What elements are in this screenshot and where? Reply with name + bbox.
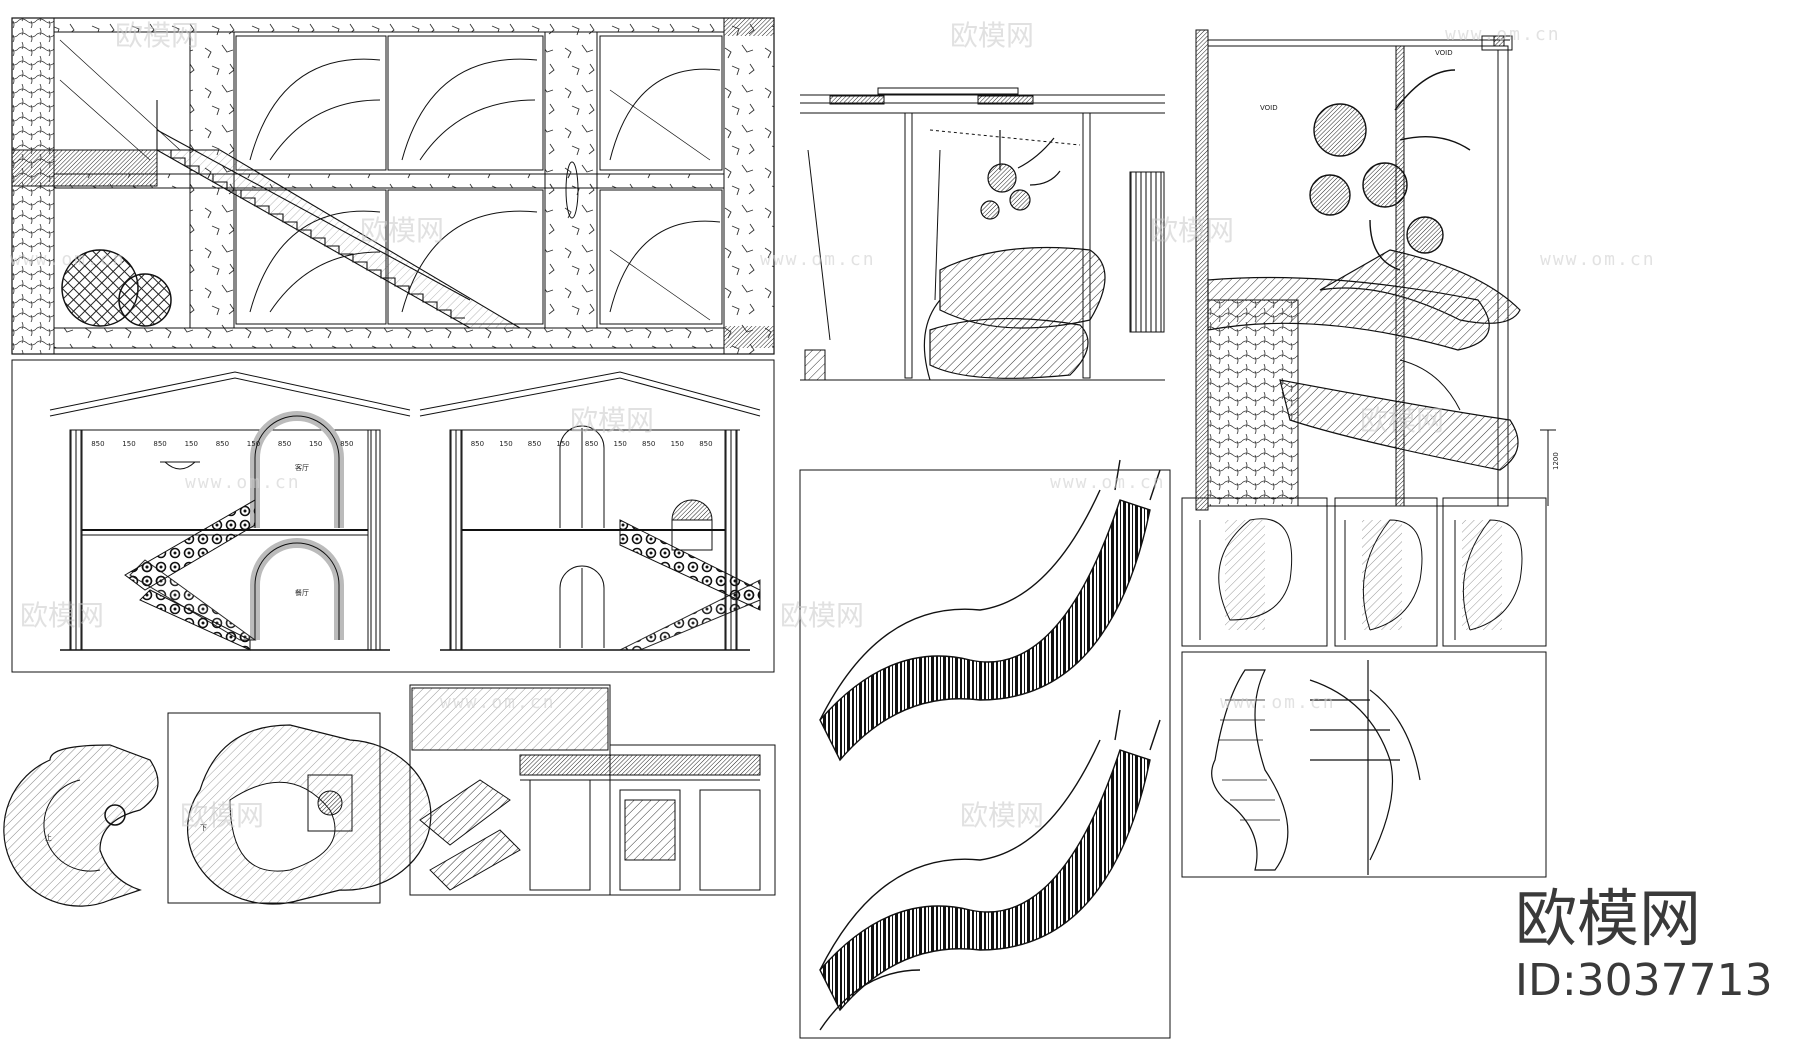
panel-double-stair-elevation: 客厅 餐厅 850 150 850 150 850 150 850 150 850 850 150… xyxy=(11,359,775,673)
watermark-url: www.om.cn xyxy=(1220,692,1336,713)
plan-direction-down: 下 xyxy=(200,824,207,832)
dimension-value: 150 xyxy=(499,440,512,448)
watermark-url: www.om.cn xyxy=(1050,472,1166,493)
dimension-value: 850 xyxy=(91,440,104,448)
watermark-text: 欧模网 xyxy=(360,214,444,247)
watermark-text: 欧模网 xyxy=(20,599,104,632)
dimension-value: 850 xyxy=(278,440,291,448)
dimension-value: 850 xyxy=(471,440,484,448)
brand-id: ID:3037713 xyxy=(1515,955,1773,1006)
panel-curved-stair-3d xyxy=(799,459,1171,1039)
watermark-text: 欧模网 xyxy=(570,404,654,437)
dimension-value: 850 xyxy=(153,440,166,448)
brand-stamp: 欧模网 ID:3037713 xyxy=(1515,882,1773,1006)
dimension-value: 150 xyxy=(614,440,627,448)
void-label-2: VOID xyxy=(1435,49,1453,57)
watermark-text: 欧模网 xyxy=(950,19,1034,52)
dimension-value: 850 xyxy=(528,440,541,448)
panel-stair-plans: 上 下 xyxy=(3,712,432,907)
watermark-text: 欧模网 xyxy=(115,19,199,52)
dimension-value: 850 xyxy=(699,440,712,448)
panel-villa-interior-elevation xyxy=(409,684,776,896)
watermark-url: www.om.cn xyxy=(1540,249,1656,270)
watermark-url: www.om.cn xyxy=(760,249,876,270)
dimension-value: 850 xyxy=(340,440,353,448)
dimension-value: 150 xyxy=(309,440,322,448)
watermark-text: 欧模网 xyxy=(1150,214,1234,247)
panel-spiral-stair-bottom-right xyxy=(1181,651,1547,878)
dimension-value: 150 xyxy=(185,440,198,448)
dimension-value: 150 xyxy=(671,440,684,448)
panel-grand-hall-section: VOID VOID 1200 xyxy=(1195,29,1560,511)
panel-spiral-stair-section xyxy=(800,87,1165,381)
watermark-text: 欧模网 xyxy=(780,599,864,632)
watermark-text: 欧模网 xyxy=(180,799,264,832)
dimension-1200: 1200 xyxy=(1552,452,1560,470)
room-label-living: 客厅 xyxy=(295,463,309,472)
watermark-text: 欧模网 xyxy=(960,799,1044,832)
dimension-value: 150 xyxy=(556,440,569,448)
brand-name: 欧模网 xyxy=(1515,882,1701,955)
dimension-value: 850 xyxy=(585,440,598,448)
watermark-text: 欧模网 xyxy=(1360,404,1444,437)
dimension-value: 150 xyxy=(122,440,135,448)
watermark-url: www.om.cn xyxy=(185,472,301,493)
dimension-value: 850 xyxy=(216,440,229,448)
plan-direction-up: 上 xyxy=(45,833,52,842)
watermark-url: www.om.cn xyxy=(440,692,556,713)
void-label-1: VOID xyxy=(1260,104,1278,112)
room-label-dining: 餐厅 xyxy=(295,588,309,597)
panel-stair-section-long xyxy=(11,17,775,355)
dimension-value: 150 xyxy=(247,440,260,448)
watermark-url: www.om.cn xyxy=(1445,24,1561,45)
watermark-layer: 欧模网 欧模网 欧模网 欧模网 欧模网 欧模网 欧模网 欧模网 欧模网 欧模网 … xyxy=(10,19,1656,832)
watermark-url: www.om.cn xyxy=(10,249,126,270)
dimension-row-right: 850 150 850 150 850 150 850 150 850 xyxy=(471,440,713,448)
panel-spiral-details xyxy=(1181,497,1547,647)
dimension-row-left: 850 150 850 150 850 150 850 150 850 xyxy=(91,440,353,448)
dimension-value: 850 xyxy=(642,440,655,448)
